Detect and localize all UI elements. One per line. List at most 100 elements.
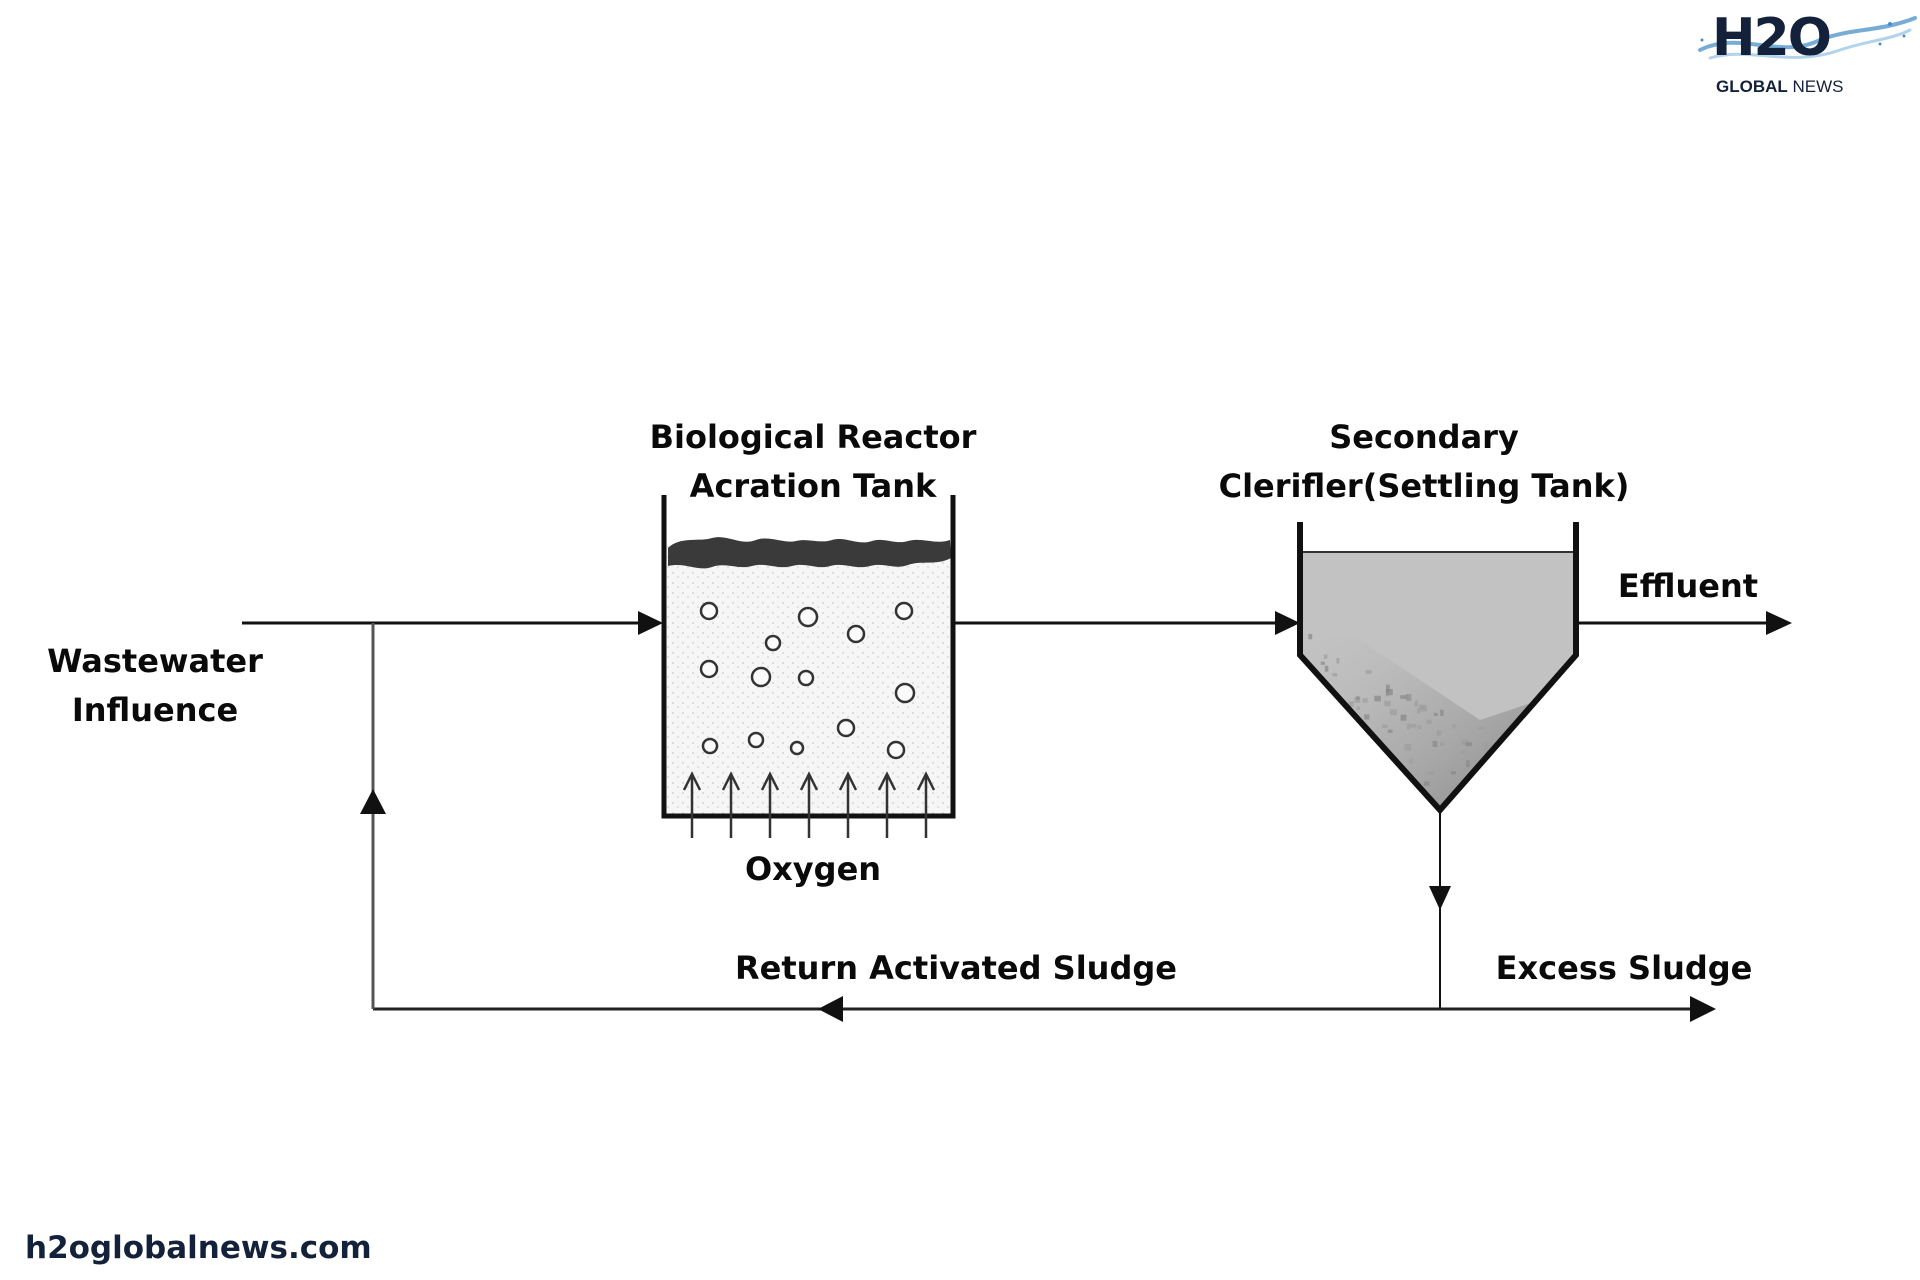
clarifier-liquid [1302,552,1574,808]
sludge-speck [1417,708,1421,714]
sludge-speck [1436,730,1442,736]
air-bubble [699,659,719,679]
sludge-speck [1324,665,1329,672]
sludge-speck [1308,634,1313,640]
underflow-arrowhead [1429,886,1451,910]
sludge-speck [1400,714,1407,721]
sludge-speck [1461,750,1465,755]
sludge-speck-group [1308,634,1491,786]
sludge-speck [1439,742,1445,746]
oxygen-label: Oxygen [744,850,882,888]
sludge-speck [1385,689,1393,696]
sludge-speck [1382,724,1388,729]
air-bubble [886,740,906,760]
air-bubble [797,606,819,628]
influent-label-line1: Wastewater [47,642,263,680]
sludge-speck [1414,700,1418,707]
oxygen-arrow [760,771,780,838]
sludge-speck [1384,700,1391,707]
return-sludge-up-arrowhead [360,789,386,814]
sludge-speck [1426,719,1432,725]
air-bubble [750,666,772,688]
sludge-speck [1461,740,1469,745]
sludge-speck [1406,723,1410,730]
sludge-speck [1386,684,1390,692]
air-bubble [764,634,782,652]
excess-sludge-label: Excess Sludge [1495,949,1753,987]
aeration-tank-scum [668,537,951,569]
sludge-speck [1362,698,1368,703]
excess-sludge-arrowhead [1690,996,1716,1022]
sludge-speck [1348,701,1354,707]
sludge-speck [1484,741,1489,747]
air-bubble [836,718,856,738]
oxygen-arrow [877,771,897,838]
oxygen-arrow-group [682,771,936,838]
sludge-speck [1356,706,1360,710]
air-bubble [894,601,914,621]
sludge-speck [1465,742,1472,747]
sludge-speck [1387,729,1393,733]
sludge-speck [1409,758,1413,764]
reactor-label-line2: Acration Tank [689,467,937,505]
sludge-speck [1407,694,1412,700]
influent-label-line2: Influence [71,691,239,729]
logo-subtitle-bold: GLOBAL [1716,77,1788,96]
sludge-speck [1332,673,1338,677]
sludge-speck [1433,712,1438,717]
oxygen-arrow [838,771,858,838]
sludge-speck [1364,714,1370,720]
sludge-speck [1428,771,1435,775]
reactor-label-line1: Biological Reactor [649,418,977,456]
sludge-speck [1374,695,1381,702]
clarifier-label-line1: Secondary [1329,418,1519,456]
air-bubble [894,682,916,704]
clarifier-label-line2: Clerifler(Settling Tank) [1218,467,1630,505]
water-splash-icon [1698,16,1917,60]
sludge-speck [1320,661,1325,665]
sludge-speck [1417,725,1422,730]
sludge-speck [1365,670,1372,674]
sludge-speck [1336,658,1340,664]
sludge-speck [1423,781,1430,786]
sludge-speck [1451,771,1456,775]
sludge-speck [1452,724,1456,729]
sludge-speck [1389,709,1397,716]
sludge-speck [1432,740,1438,747]
air-bubble [797,669,815,687]
sludge-speck [1400,695,1407,699]
sludge-speck [1466,760,1470,768]
oxygen-arrow [682,771,702,838]
air-bubble [747,731,765,749]
sludge-speck [1354,696,1361,703]
bubble-group [699,601,916,760]
sludge-speck [1404,744,1412,751]
oxygen-arrow [799,771,819,838]
air-bubble [699,601,719,621]
oxygen-arrow [721,771,741,838]
sludge-speck [1323,654,1328,659]
influent-arrowhead [638,611,663,635]
return-sludge-arrowhead [818,996,843,1022]
sludge-speck [1440,709,1444,716]
effluent-label: Effluent [1617,567,1759,605]
air-bubble [701,737,719,755]
website-url: h2oglobalnews.com [25,1230,372,1266]
aeration-tank [661,495,956,838]
logo-subtitle-light: NEWS [1792,77,1844,96]
return-sludge-label: Return Activated Sludge [735,949,1177,987]
sludge-speck [1484,747,1489,754]
sludge-speck [1477,726,1485,730]
secondary-clarifier [1297,522,1579,815]
logo-wordmark: H2O [1712,8,1832,68]
sludge-speck [1420,705,1428,712]
effluent-arrowhead [1766,611,1792,635]
h2o-global-news-logo: H2O GLOBAL NEWS [1690,10,1920,110]
logo-subtitle: GLOBAL NEWS [1716,76,1844,98]
mixed-liquor-arrowhead [1275,611,1300,635]
air-bubble [846,624,866,644]
sludge-speck [1356,696,1360,700]
sludge-speck [1409,724,1417,728]
oxygen-arrow [916,771,936,838]
